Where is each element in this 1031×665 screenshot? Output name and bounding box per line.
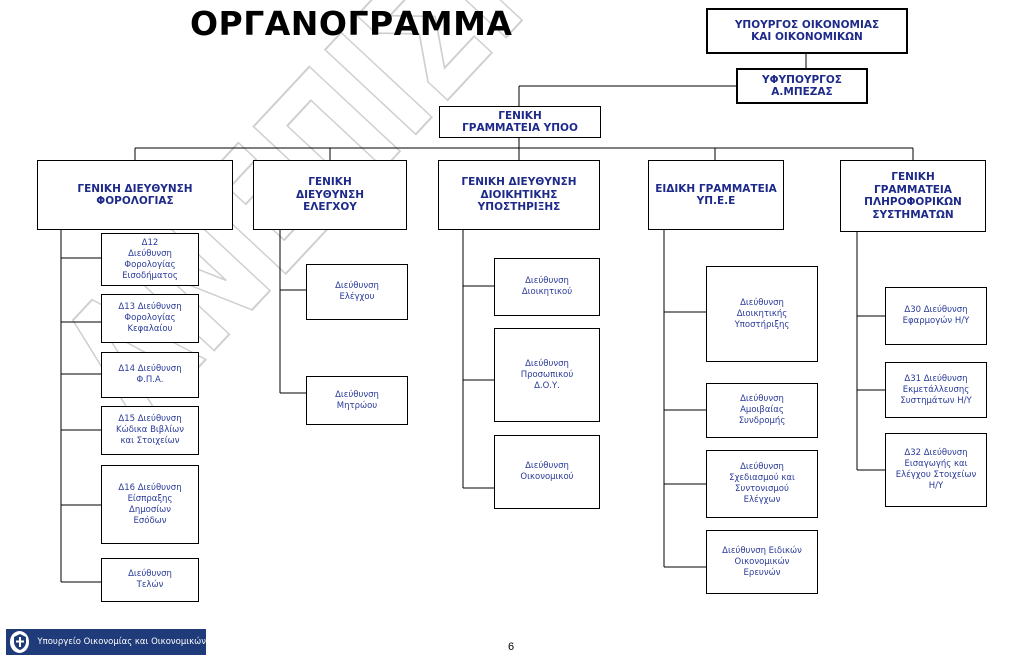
unit-d32: Δ32 Διεύθυνση Εισαγωγής και Ελέγχου Στοι… xyxy=(885,433,987,507)
emblem-cross-icon xyxy=(13,634,26,650)
unit-personnel: Διεύθυνση Προσωπικού Δ.Ο.Υ. xyxy=(494,328,600,422)
unit-d31: Δ31 Διεύθυνση Εκμετάλλευσης Συστημάτων Η… xyxy=(885,362,987,418)
unit-administrative: Διεύθυνση Διοικητικού xyxy=(494,258,600,316)
page-number: 6 xyxy=(508,641,515,653)
dept-admin-support: ΓΕΝΙΚΗ ΔΙΕΥΘΥΝΣΗ ΔΙΟΙΚΗΤΙΚΗΣ ΥΠΟΣΤΗΡΙΞΗΣ xyxy=(438,160,600,230)
box-ministry: ΥΠΟΥΡΓΟΣ ΟΙΚΟΝΟΜΙΑΣ ΚΑΙ ΟΙΚΟΝΟΜΙΚΩΝ xyxy=(706,8,908,54)
unit-mutual-assistance: Διεύθυνση Αμοιβαίας Συνδρομής xyxy=(706,383,818,438)
logo-text: Υπουργείο Οικονομίας και Οικονομικών xyxy=(37,637,206,647)
ministry-logo: Υπουργείο Οικονομίας και Οικονομικών xyxy=(6,629,206,655)
unit-d14: Δ14 Διεύθυνση Φ.Π.Α. xyxy=(101,352,199,398)
box-secretariat: ΓΕΝΙΚΗ ΓΡΑΜΜΑΤΕΙΑ ΥΠΟΟ xyxy=(439,106,601,138)
unit-registry: Διεύθυνση Μητρώου xyxy=(306,376,408,425)
unit-admin-support: Διεύθυνση Διοικητικής Υποστήριξης xyxy=(706,266,818,362)
unit-special-investigations: Διεύθυνση Ειδικών Οικονομικών Ερευνών xyxy=(706,530,818,594)
unit-financial: Διεύθυνση Οικονομικού xyxy=(494,435,600,509)
dept-special-secretariat: ΕΙΔΙΚΗ ΓΡΑΜΜΑΤΕΙΑ ΥΠ.Ε.Ε xyxy=(648,160,784,230)
dept-information-systems: ΓΕΝΙΚΗ ΓΡΑΜΜΑΤΕΙΑ ΠΛΗΡΟΦΟΡΙΚΩΝ ΣΥΣΤΗΜΑΤΩ… xyxy=(840,160,986,232)
unit-audit: Διεύθυνση Ελέγχου xyxy=(306,264,408,320)
box-deputy: ΥΦΥΠΟΥΡΓΟΣ Α.ΜΠΕΖΑΣ xyxy=(736,68,868,104)
unit-d15: Δ15 Διεύθυνση Κώδικα Βιβλίων και Στοιχεί… xyxy=(101,406,199,455)
dept-taxation: ΓΕΝΙΚΗ ΔΙΕΥΘΥΝΣΗ ΦΟΡΟΛΟΓΙΑΣ xyxy=(37,160,233,230)
unit-d12: Δ12 Διεύθυνση Φορολογίας Εισοδήματος xyxy=(101,233,199,286)
unit-d30: Δ30 Διεύθυνση Εφαρμογών Η/Υ xyxy=(885,287,987,345)
unit-d13: Δ13 Διεύθυνση Φορολογίας Κεφαλαίου xyxy=(101,294,199,343)
page-title: ΟΡΓΑΝΟΓΡΑΜΜΑ xyxy=(190,4,513,43)
unit-d16: Δ16 Διεύθυνση Είσπραξης Δημοσίων Εσόδων xyxy=(101,465,199,544)
unit-fees: Διεύθυνση Τελών xyxy=(101,558,199,602)
unit-planning-coordination: Διεύθυνση Σχεδιασμού και Συντονισμού Ελέ… xyxy=(706,450,818,518)
dept-audit: ΓΕΝΙΚΗ ΔΙΕΥΘΥΝΣΗ ΕΛΕΓΧΟΥ xyxy=(253,160,407,230)
greek-emblem-icon xyxy=(10,631,30,653)
